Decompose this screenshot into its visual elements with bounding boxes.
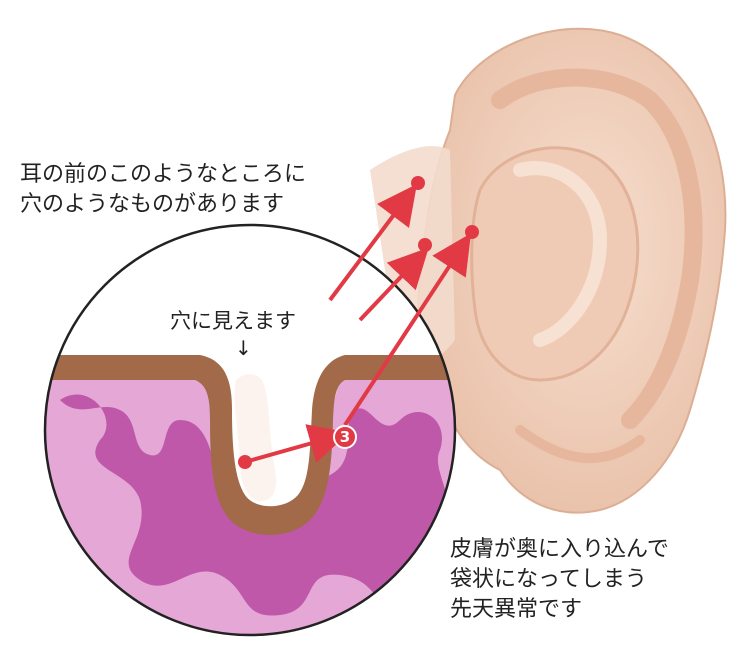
ear-lobe — [515, 425, 645, 464]
arrow-2 — [358, 247, 429, 322]
badge-circle — [333, 425, 357, 449]
arrow-4 — [244, 424, 350, 464]
caption-top-line2: 穴のようなものがあります — [20, 192, 285, 217]
dot-pocket — [238, 455, 252, 469]
dot-3 — [465, 225, 479, 239]
caption-bottom-line1: 皮膚が奥に入り込んで — [450, 537, 669, 562]
skin-layer — [45, 355, 455, 535]
pointer-markers — [244, 184, 471, 464]
caption-bottom: 皮膚が奥に入り込んで 袋状になってしまう 先天異常です — [450, 535, 669, 625]
caption-bottom-line2: 袋状になってしまう — [450, 567, 647, 592]
arrow-1 — [328, 184, 417, 302]
caption-top: 耳の前のこのようなところに 穴のようなものがあります — [20, 160, 306, 220]
ear-helix — [491, 68, 703, 429]
down-arrow-icon: ↓ — [235, 336, 252, 360]
ear-antihelix — [513, 161, 608, 347]
tissue-lobes — [60, 394, 448, 616]
sinus-pocket — [234, 374, 277, 502]
dot-2 — [418, 238, 432, 252]
dot-1 — [411, 176, 425, 190]
caption-top-line1: 耳の前のこのようなところに — [20, 162, 307, 187]
badge-number: 3 — [340, 428, 350, 446]
cross-section — [45, 355, 455, 635]
magnifier-circle-border — [43, 223, 457, 637]
arrow-3 — [343, 233, 471, 427]
label-hole: 穴に見えます — [170, 309, 296, 333]
caption-bottom-line3: 先天異常です — [450, 597, 583, 622]
